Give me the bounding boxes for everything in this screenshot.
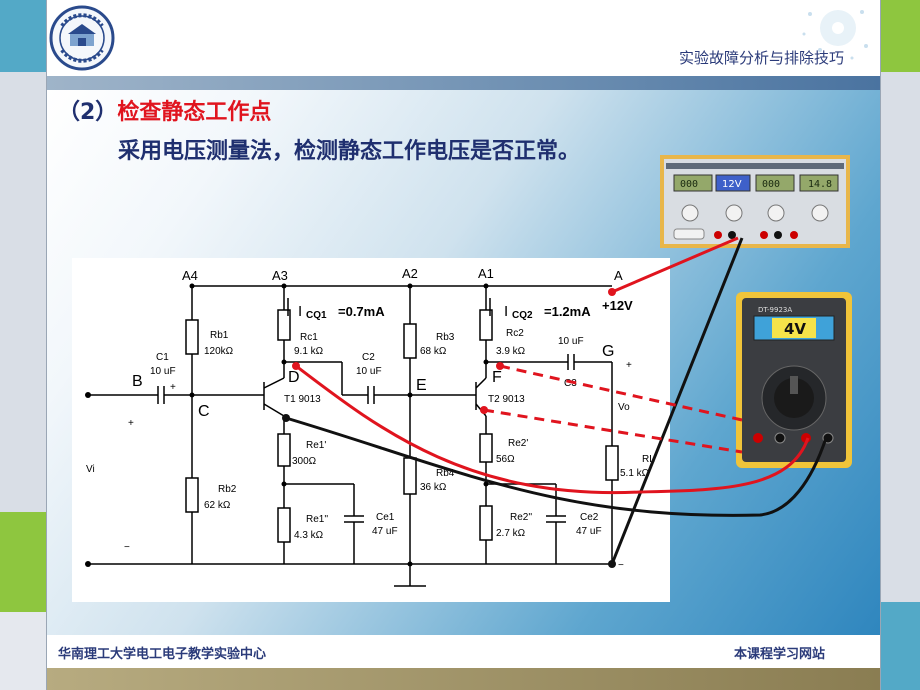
university-seal-logo [49,5,115,71]
slide-heading: （2）检查静态工作点 [58,94,271,126]
rb4-label: Rb4 [436,468,455,479]
psu-display-1: 000 [680,179,698,190]
rc2-value: 3.9 kΩ [496,346,526,357]
right-column [880,72,920,602]
icq2-subscript: CQ2 [512,310,533,321]
psu-display-4: 14.8 [808,179,832,190]
rb1-label: Rb1 [210,330,229,341]
re1a-label: Re1' [306,440,326,451]
slide-subline: 采用电压测量法，检测静态工作电压是否正常。 [118,139,581,164]
re1b-value: 4.3 kΩ [294,530,324,541]
node-label-a: A [614,268,623,283]
header-band [0,0,920,78]
rb2-value: 62 kΩ [204,500,231,511]
rb1-value: 120kΩ [204,346,234,357]
amplifier-circuit-diagram: A4 A3 A2 A1 A +12V B C D E F G I CQ1 =0.… [72,258,670,602]
node-label-f: F [492,369,502,386]
node-label-b: B [132,373,143,390]
c1-plus: + [170,382,176,393]
left-bottom-block [0,612,46,690]
meter-brand: DT-9923A [758,306,792,314]
left-green-block [0,512,46,612]
c2-label: C2 [362,352,375,363]
c2-value: 10 uF [356,366,382,377]
re2b-value: 2.7 kΩ [496,528,526,539]
re2b-label: Re2'' [510,512,532,523]
rc1-label: Rc1 [300,332,318,343]
rb3-label: Rb3 [436,332,455,343]
left-column [0,72,46,512]
header-stripe [46,76,880,90]
t1-label: T1 9013 [284,394,321,405]
sparkle-decoration [802,10,868,60]
node-label-a1: A1 [478,266,494,281]
re1a-value: 300Ω [292,456,317,467]
c3-value: 10 uF [558,336,584,347]
re2a-value: 56Ω [496,454,515,465]
rc2-label: Rc2 [506,328,524,339]
ce1-label: Ce1 [376,512,395,523]
icq1-value: =0.7mA [338,304,385,319]
input-minus: − [124,542,130,553]
node-label-c: C [198,403,210,420]
footer-band [46,635,880,670]
node-label-d: D [288,369,300,386]
rl-value: 5.1 kΩ [620,468,650,479]
footer-stripe [46,668,880,690]
node-label-a4: A4 [182,268,198,283]
node-label-a2: A2 [402,266,418,281]
rb4-value: 36 kΩ [420,482,447,493]
right-divider [880,0,881,690]
psu-display-3: 000 [762,179,780,190]
right-green-block [880,0,920,72]
psu-display-2: 12V [722,179,742,190]
course-website-link[interactable]: 本课程学习网站 [734,647,826,662]
output-minus: − [618,560,624,571]
rc1-value: 9.1 kΩ [294,346,324,357]
ce2-value: 47 uF [576,526,602,537]
rb3-value: 68 kΩ [420,346,447,357]
node-label-e: E [416,377,427,394]
left-divider [46,0,47,690]
ce1-value: 47 uF [372,526,398,537]
re1b-label: Re1'' [306,514,328,525]
digital-multimeter: DT-9923A 4V [736,292,852,468]
t2-label: T2 9013 [488,394,525,405]
meter-reading: 4V [784,320,806,338]
icq2-symbol: I [504,303,508,320]
icq1-symbol: I [298,303,302,320]
heading-number: （2） [58,100,118,125]
vi-label: Vi [86,464,95,475]
dc-power-supply: 000 12V 000 14.8 [660,155,850,248]
input-plus: + [128,418,134,429]
course-title: 实验故障分析与排除技巧 [678,49,844,67]
supply-voltage-label: +12V [602,298,633,313]
node-label-g: G [602,343,614,360]
heading-title: 检查静态工作点 [117,100,272,125]
ce2-label: Ce2 [580,512,599,523]
c1-label: C1 [156,352,169,363]
c1-value: 10 uF [150,366,176,377]
right-blue-block [880,602,920,690]
icq2-value: =1.2mA [544,304,591,319]
node-label-a3: A3 [272,268,288,283]
footer-institution: 华南理工大学电工电子教学实验中心 [58,647,267,662]
icq1-subscript: CQ1 [306,310,327,321]
rb2-label: Rb2 [218,484,237,495]
rl-label: RL [642,454,655,465]
left-accent-block [0,0,46,72]
re2a-label: Re2' [508,438,528,449]
vo-label: Vo [618,402,630,413]
c3-label: C3 [564,378,577,389]
output-plus: + [626,360,632,371]
